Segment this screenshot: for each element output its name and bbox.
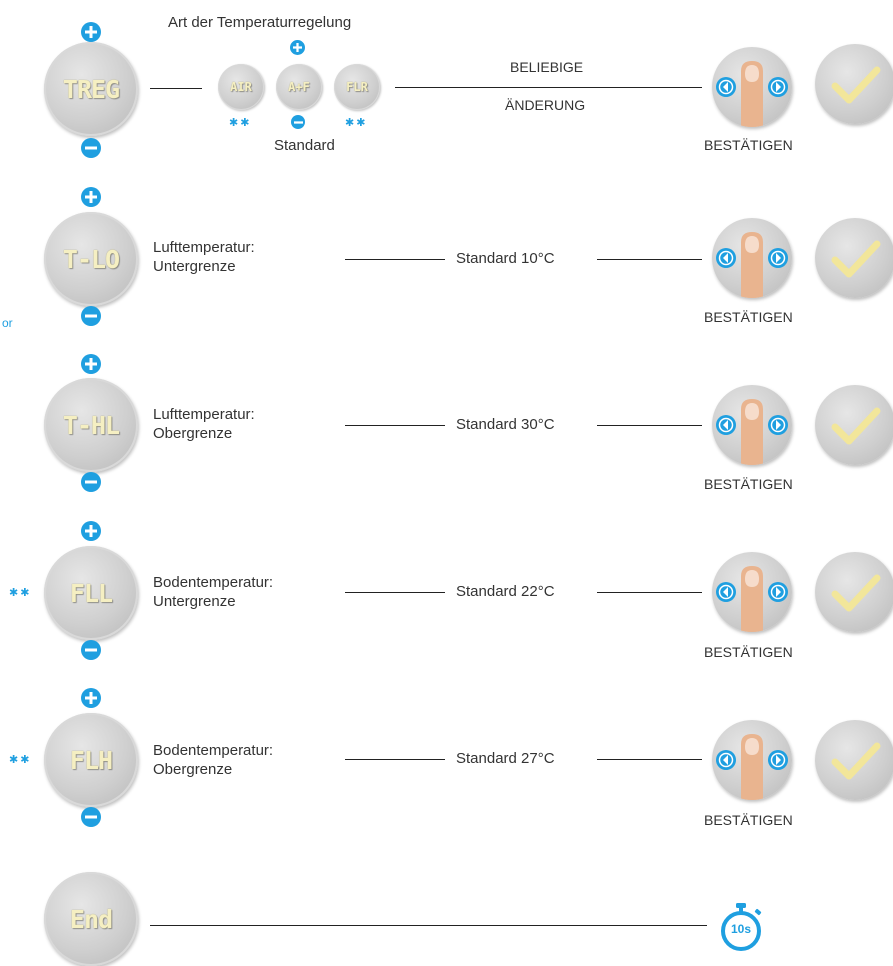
confirm-label: BESTÄTIGEN (704, 644, 793, 660)
mode-heading: Art der Temperaturregelung (168, 14, 352, 31)
confirm-nav-button[interactable] (712, 385, 792, 465)
param-label-line1: Bodentemperatur: (153, 574, 274, 591)
change-text-bottom: ÄNDERUNG (505, 97, 586, 113)
minus-icon[interactable] (81, 138, 101, 158)
minus-icon[interactable] (81, 807, 101, 827)
connector-line (395, 87, 702, 88)
connector-line (150, 88, 202, 89)
minus-icon[interactable] (81, 306, 101, 326)
plus-icon[interactable] (81, 22, 101, 42)
connector-line (597, 425, 702, 426)
fll-button[interactable]: FLL (44, 546, 138, 640)
plus-icon[interactable] (81, 688, 101, 708)
stars-marker: ✱✱ (345, 117, 368, 129)
param-label-line2: Untergrenze (153, 258, 236, 275)
treg-label: TREG (62, 74, 120, 104)
confirm-nav-button[interactable] (712, 218, 792, 298)
connector-line (345, 259, 445, 260)
param-label-line2: Obergrenze (153, 761, 233, 778)
timer-icon: 10s (717, 902, 765, 952)
confirm-nav-button[interactable] (712, 552, 792, 632)
param-label-line2: Untergrenze (153, 593, 236, 610)
standard-label: Standard (274, 137, 335, 154)
connector-line (150, 925, 707, 926)
mode-flr-button[interactable]: FLR (334, 64, 380, 110)
param-label-line1: Lufttemperatur: (153, 239, 255, 256)
confirm-label: BESTÄTIGEN (704, 309, 793, 325)
plus-icon[interactable] (81, 187, 101, 207)
plus-icon[interactable] (81, 354, 101, 374)
param-label-line1: Bodentemperatur: (153, 742, 274, 759)
confirm-check-button[interactable] (815, 552, 893, 632)
minus-icon[interactable] (81, 472, 101, 492)
plus-icon[interactable] (290, 40, 305, 55)
tlo-label: T-LO (62, 244, 120, 274)
side-fragment: or (2, 316, 13, 330)
fll-label: FLL (69, 578, 113, 608)
confirm-check-button[interactable] (815, 385, 893, 465)
default-value: Standard 10°C (456, 250, 555, 267)
confirm-nav-button[interactable] (712, 47, 792, 127)
confirm-nav-button[interactable] (712, 720, 792, 800)
change-text-top: BELIEBIGE (510, 59, 584, 75)
default-value: Standard 22°C (456, 583, 555, 600)
mode-flr-label: FLR (346, 80, 368, 94)
confirm-label: BESTÄTIGEN (704, 137, 793, 153)
connector-line (345, 592, 445, 593)
flh-button[interactable]: FLH (44, 713, 138, 807)
connector-line (597, 259, 702, 260)
confirm-check-button[interactable] (815, 720, 893, 800)
param-label-line2: Obergrenze (153, 425, 233, 442)
end-button[interactable]: End (44, 872, 138, 966)
connector-line (597, 592, 702, 593)
tlo-button[interactable]: T-LO (44, 212, 138, 306)
default-value: Standard 27°C (456, 750, 555, 767)
end-label: End (69, 904, 113, 934)
minus-icon[interactable] (291, 115, 305, 129)
default-value: Standard 30°C (456, 416, 555, 433)
treg-button[interactable]: TREG (44, 42, 138, 136)
stars-marker: ✱✱ (9, 754, 32, 766)
connector-line (345, 759, 445, 760)
stars-marker: ✱✱ (229, 117, 252, 129)
timer-label: 10s (730, 922, 752, 936)
connector-line (345, 425, 445, 426)
connector-line (597, 759, 702, 760)
flh-label: FLH (69, 745, 113, 775)
thl-label: T-HL (62, 410, 120, 440)
mode-af-button[interactable]: A+F (276, 64, 322, 110)
confirm-label: BESTÄTIGEN (704, 812, 793, 828)
param-label-line1: Lufttemperatur: (153, 406, 255, 423)
stars-marker: ✱✱ (9, 587, 32, 599)
confirm-check-button[interactable] (815, 218, 893, 298)
mode-air-label: AIR (230, 80, 252, 94)
thl-button[interactable]: T-HL (44, 378, 138, 472)
confirm-check-button[interactable] (815, 44, 893, 124)
confirm-label: BESTÄTIGEN (704, 476, 793, 492)
mode-af-label: A+F (288, 80, 310, 94)
mode-air-button[interactable]: AIR (218, 64, 264, 110)
minus-icon[interactable] (81, 640, 101, 660)
plus-icon[interactable] (81, 521, 101, 541)
